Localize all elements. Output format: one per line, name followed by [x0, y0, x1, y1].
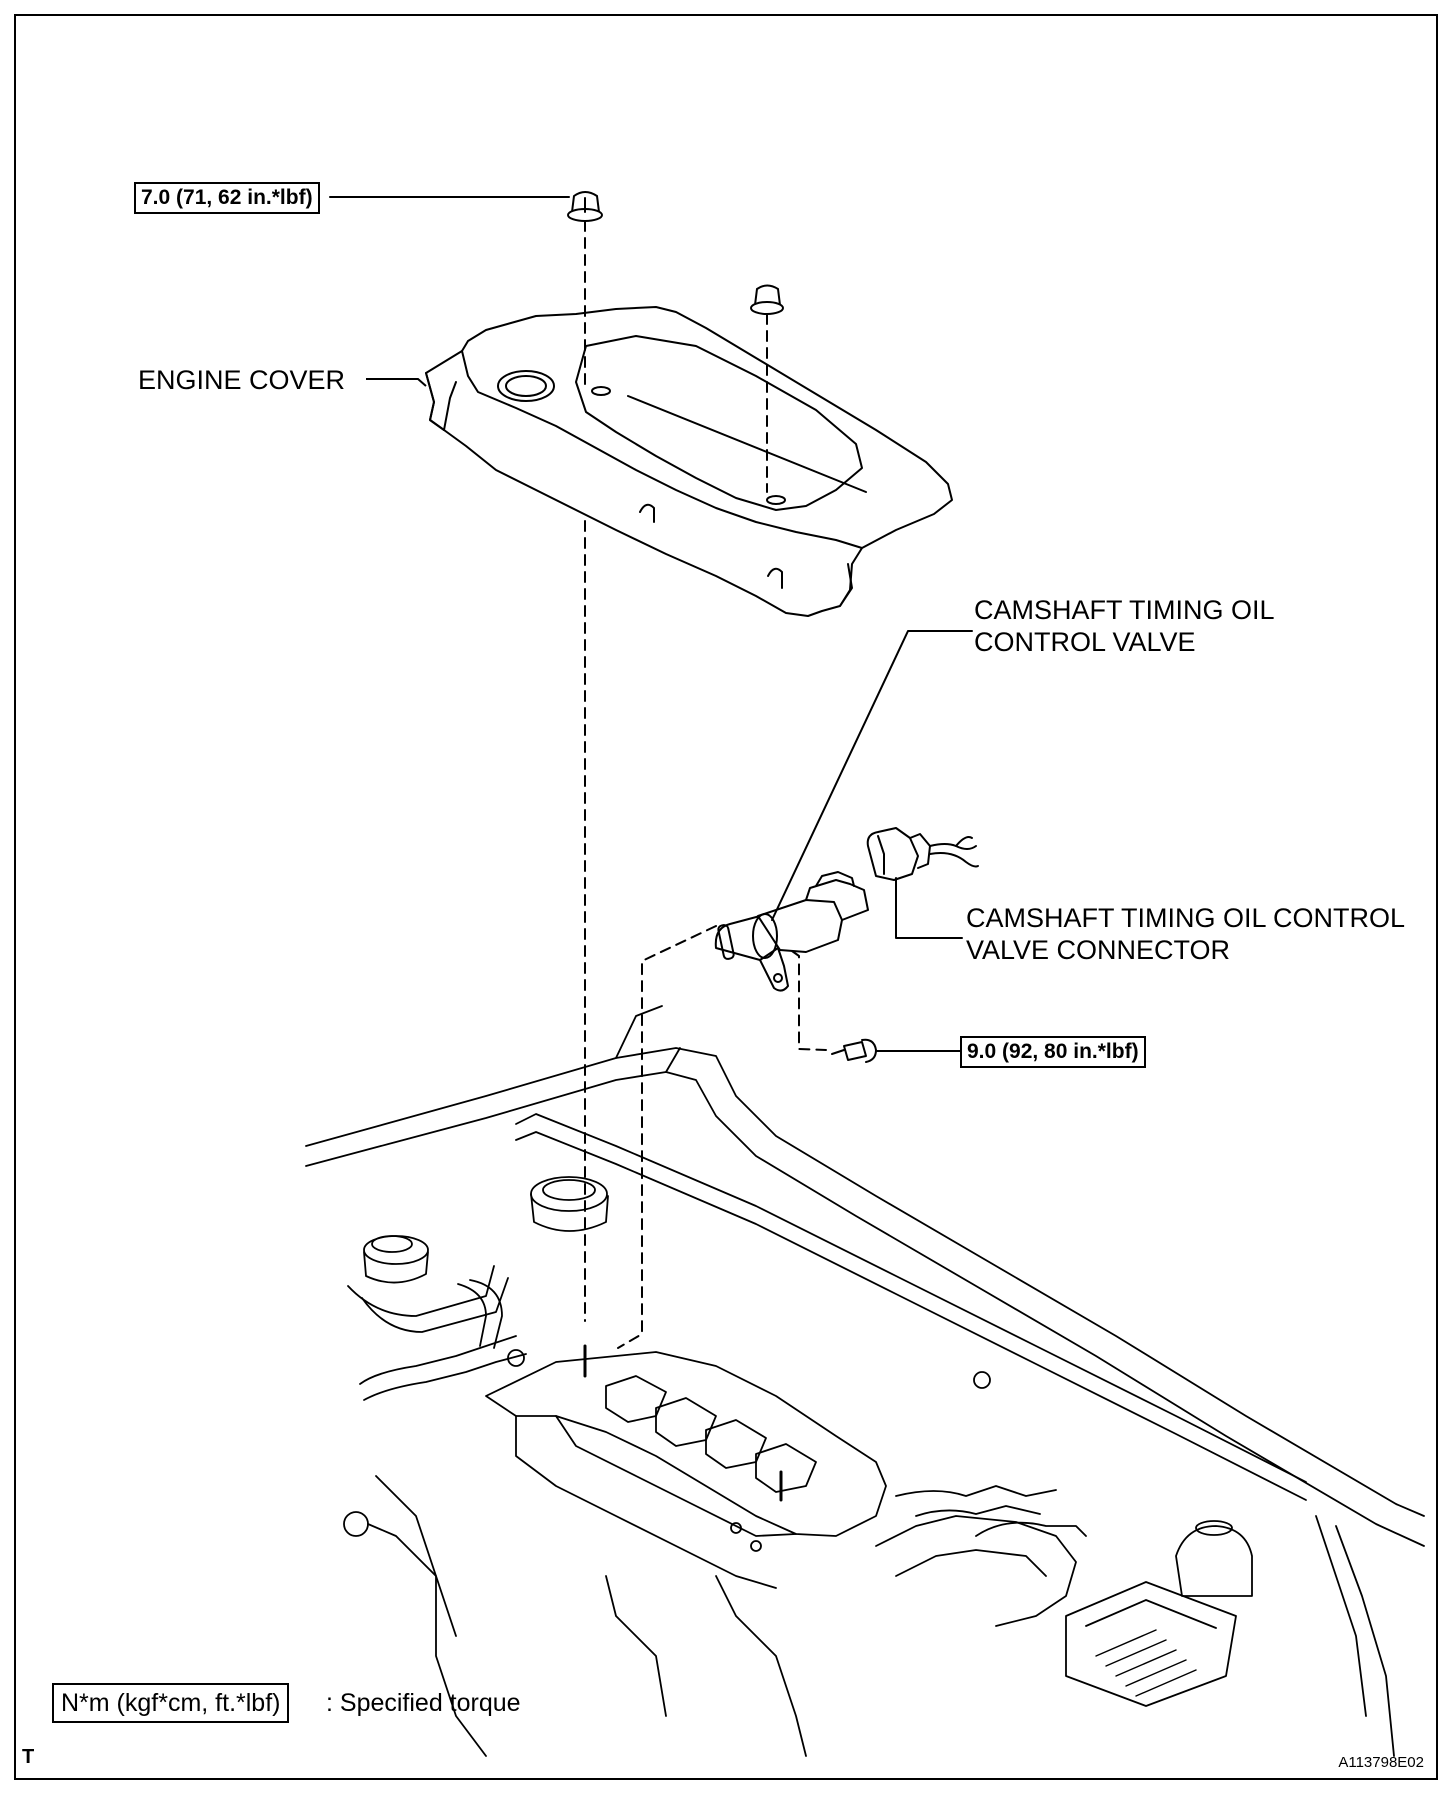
exploded-view-drawing — [305, 191, 1425, 1757]
ocv-bolt — [831, 1038, 877, 1063]
ocv-label-line-2: CONTROL VALVE — [974, 627, 1196, 657]
torque-legend-text: : Specified torque — [326, 1689, 521, 1717]
connector-leader — [895, 877, 963, 939]
ocv-bolt-torque-label: 9.0 (92, 80 in.*lbf) — [960, 1036, 1146, 1068]
diagram-frame: 7.0 (71, 62 in.*lbf) ENGINE COVER CAMSHA… — [14, 14, 1438, 1780]
oil-control-valve — [714, 871, 869, 992]
engine-compartment — [305, 1005, 1425, 1757]
ocv-label-line-1: CAMSHAFT TIMING OIL — [974, 595, 1275, 625]
engine-cover — [425, 306, 953, 617]
cover-nut-torque-label: 7.0 (71, 62 in.*lbf) — [134, 182, 320, 214]
corner-mark: T — [22, 1746, 35, 1768]
cover-nut-rear — [750, 284, 784, 315]
valve-connector — [866, 827, 979, 881]
torque-unit-box: N*m (kgf*cm, ft.*lbf) — [52, 1683, 290, 1723]
ocv-leader — [771, 630, 973, 921]
engine-cover-label: ENGINE COVER — [138, 365, 346, 395]
connector-label-line-1: CAMSHAFT TIMING OIL CONTROL — [966, 903, 1406, 933]
alignment-lines — [584, 220, 827, 1349]
connector-label-line-2: VALVE CONNECTOR — [966, 935, 1231, 965]
engine-cover-leader — [366, 378, 427, 387]
figure-id: A113798E02 — [1338, 1754, 1424, 1771]
